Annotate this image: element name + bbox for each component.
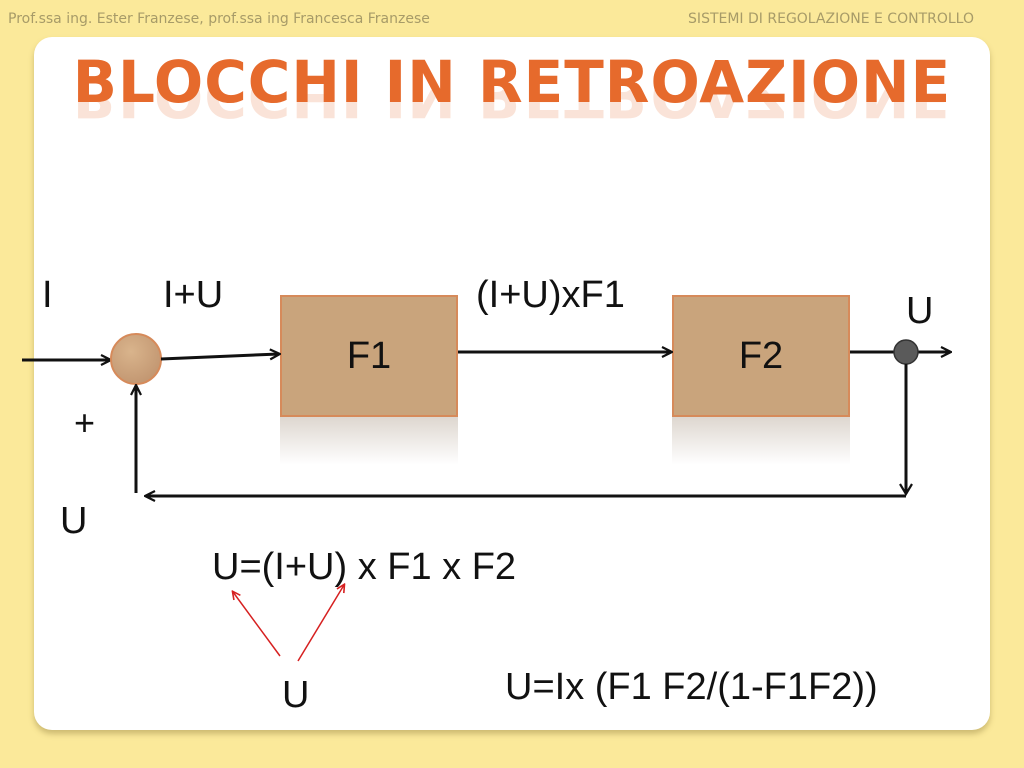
plus-sign: + [74,402,96,443]
course-title: SISTEMI DI REGOLAZIONE E CONTROLLO [688,11,974,27]
output-label: U [906,290,934,332]
feedback-label: U [60,500,88,542]
sum-to-f1-arrow [160,354,279,361]
slide-title: BLOCCHI IN RETROAZIONE [72,48,952,116]
pointer-arrow-right [297,585,344,662]
block-f1-reflection [280,417,458,465]
pointer-arrow-left [233,592,281,657]
title-container: BLOCCHI IN RETROAZIONE [0,48,1024,118]
equation-closed-loop: U=(I+U) x F1 x F2 [212,546,517,588]
equation-solution: U=Ix (F1 F2/(1-F1F2)) [505,666,878,708]
block-f2-label: F2 [738,334,784,377]
input-label: I [42,274,53,316]
authors-text: Prof.ssa ing. Ester Franzese, prof.ssa i… [8,11,430,27]
block-f1-label: F1 [346,334,392,377]
takeoff-point [893,339,919,365]
summing-node [110,333,162,385]
feedback-down-arrowhead [899,483,913,497]
block-f2: F2 [672,295,850,417]
sum-output-label: I+U [163,274,224,316]
pointer-label: U [282,674,310,716]
block-f1: F1 [280,295,458,417]
block-f2-reflection [672,417,850,465]
intermediate-signal-label: (I+U)xF1 [476,274,625,316]
slide-header: Prof.ssa ing. Ester Franzese, prof.ssa i… [0,0,1024,36]
